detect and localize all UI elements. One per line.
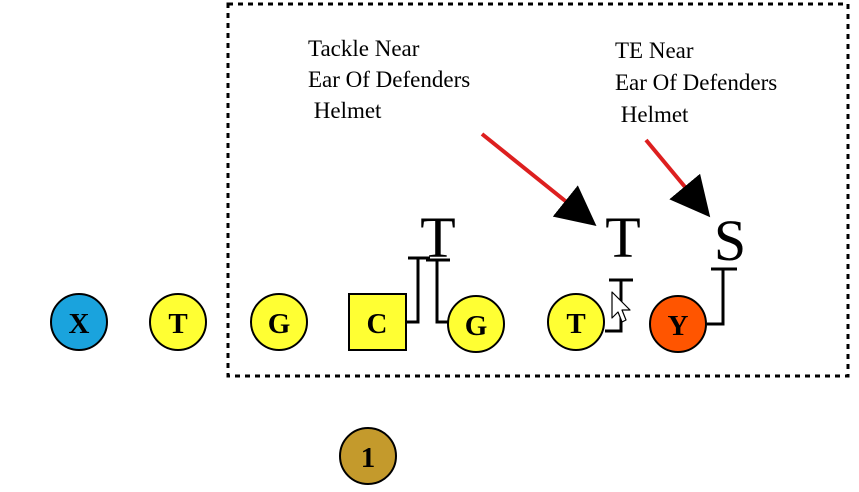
defender-safety: S <box>714 208 746 273</box>
player-x: X <box>50 293 108 351</box>
player-left-tackle: T <box>149 293 207 351</box>
tackle-note-arrow <box>480 132 597 227</box>
player-center-label: C <box>367 308 388 340</box>
player-right-guard-label: G <box>465 310 488 342</box>
player-right-tackle: T <box>547 293 605 351</box>
te-note-line: Ear Of Defenders <box>615 70 777 95</box>
te-note-arrow <box>644 138 711 218</box>
player-right-tackle-label: T <box>566 308 585 340</box>
player-y: Y <box>649 295 707 353</box>
tackle-note: Tackle Near Ear Of Defenders Helmet <box>308 36 476 123</box>
player-left-tackle-label: T <box>168 308 187 340</box>
block-center <box>407 256 430 324</box>
player-center: C <box>348 293 407 351</box>
mouse-cursor-icon <box>611 291 631 323</box>
block-tight-end <box>707 267 737 326</box>
te-note-line: Helmet <box>615 102 689 127</box>
block-right-guard <box>426 258 452 324</box>
block-right-tackle <box>605 278 633 333</box>
focus-box <box>226 2 850 378</box>
player-back-1-label: 1 <box>361 442 376 474</box>
tackle-note-line: Helmet <box>308 98 382 123</box>
player-x-label: X <box>69 308 90 340</box>
tackle-note-line: Ear Of Defenders <box>308 67 470 92</box>
player-right-guard: G <box>447 295 505 353</box>
player-left-guard: G <box>250 293 308 351</box>
te-note-line: TE Near <box>615 38 694 63</box>
te-note: TE Near Ear Of Defenders Helmet <box>615 38 783 127</box>
tackle-note-line: Tackle Near <box>308 36 420 61</box>
player-y-label: Y <box>668 310 689 342</box>
player-left-guard-label: G <box>268 308 291 340</box>
defender-tackle-2: T <box>605 205 640 270</box>
player-back-1: 1 <box>339 427 397 485</box>
